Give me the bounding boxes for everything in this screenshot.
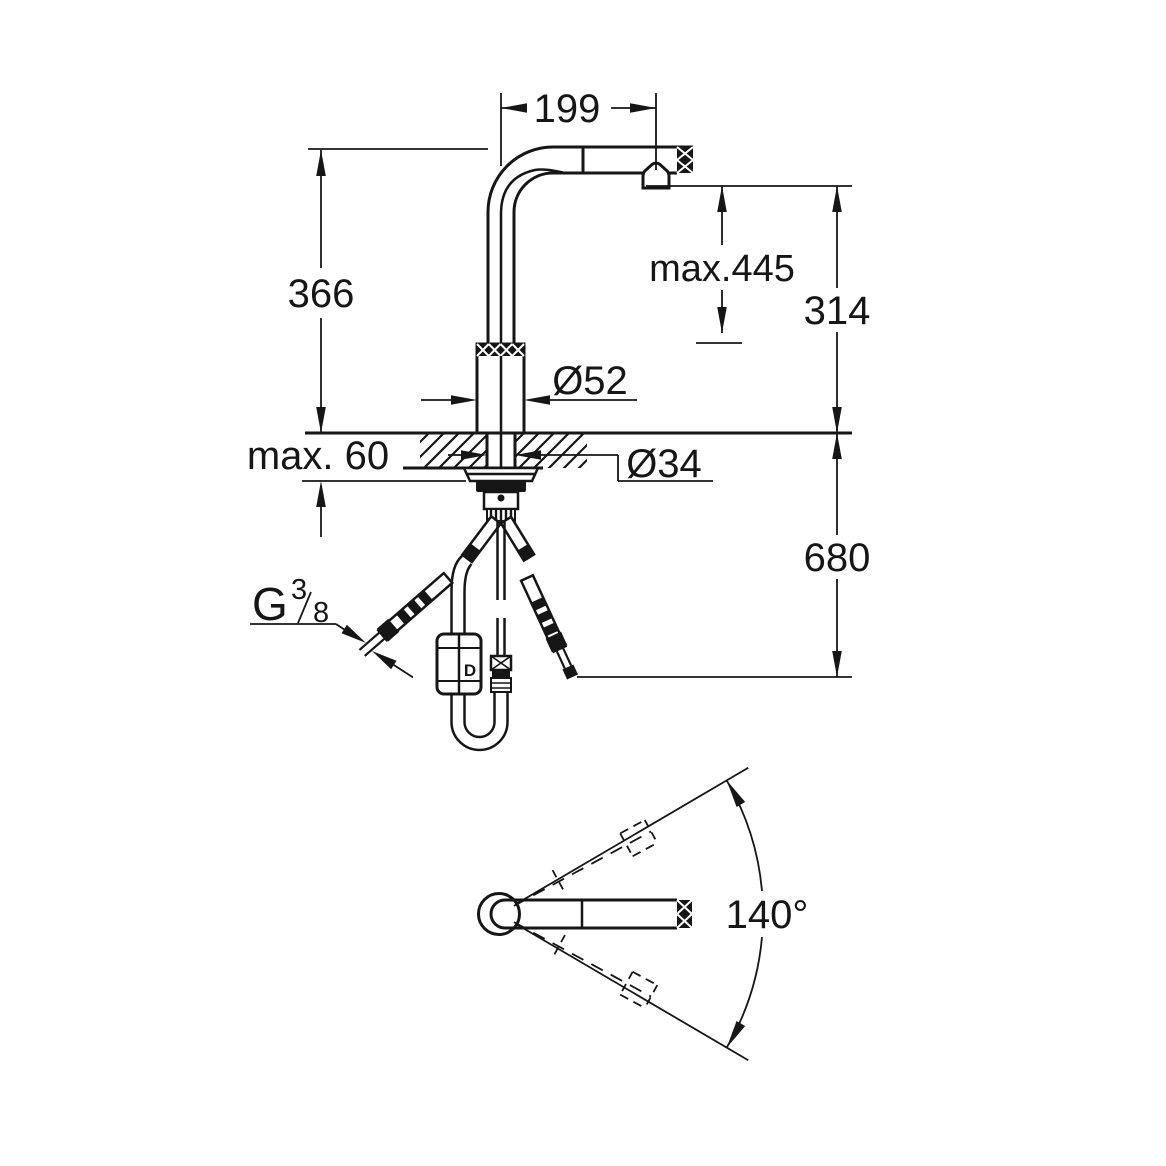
dimension-680: 680 xyxy=(577,433,871,678)
counter-hatching-right xyxy=(515,433,587,468)
left-hose-thread xyxy=(364,637,386,657)
dimension-max445: max.445 xyxy=(646,185,852,344)
swivel-ghost-lower xyxy=(513,921,659,1009)
outlet-height-label: 314 xyxy=(804,289,871,333)
spout-inner-contour xyxy=(512,171,643,345)
body-height-label: 366 xyxy=(288,272,355,316)
side-view: D 199 366 max.445 xyxy=(247,87,871,752)
dimension-max60: max. 60 xyxy=(247,434,466,537)
thread-letter-label: G xyxy=(252,578,288,630)
dimension-366: 366 xyxy=(288,148,488,433)
thread-denominator-label: 8 xyxy=(313,597,329,629)
spout-top-view-end-cap xyxy=(677,900,692,928)
spout-reach-label: 199 xyxy=(534,87,601,131)
right-hose-end-fitting xyxy=(562,664,578,680)
hose-coupling xyxy=(489,654,513,693)
pullout-hose-loop xyxy=(450,555,509,752)
counter-hatching-left xyxy=(420,433,487,468)
mounting-nut xyxy=(476,481,526,492)
hose-clearance-label: 680 xyxy=(804,536,871,580)
mounting-hardware xyxy=(462,466,540,522)
faucet-outline xyxy=(475,145,694,468)
spout-outer-contour xyxy=(486,145,693,345)
left-hose-nut xyxy=(376,618,400,642)
left-hose-stub xyxy=(460,514,503,564)
base-escutcheon-top-view xyxy=(477,892,521,936)
left-supply-hose xyxy=(358,571,455,657)
right-hose-stub xyxy=(499,515,536,563)
base-collar-pattern xyxy=(476,343,525,357)
plan-view: 140° xyxy=(477,766,809,1062)
pullout-hose-tail xyxy=(496,520,506,656)
hole-diameter-label: Ø34 xyxy=(626,442,702,486)
weight-marking-label: D xyxy=(464,661,476,680)
max-counter-thickness-label: max. 60 xyxy=(247,434,389,478)
guide-block-pin xyxy=(497,494,505,502)
right-hose-nut xyxy=(545,631,568,653)
dimension-199: 199 xyxy=(500,87,657,170)
dimension-314: 314 xyxy=(804,186,871,433)
countertop-section xyxy=(305,431,852,470)
thread-numerator-label: 3 xyxy=(291,574,307,606)
spout-middle-contour xyxy=(499,168,564,345)
supply-hoses: D xyxy=(358,514,578,752)
base-collar-band xyxy=(477,344,524,356)
base-diameter-label: Ø52 xyxy=(552,359,628,403)
dimension-g38-thread: G 3 8 xyxy=(250,574,414,679)
hose-weight: D xyxy=(435,632,483,696)
dimension-d52: Ø52 xyxy=(421,359,637,405)
spout-top-view xyxy=(489,898,693,930)
spout-end-cap xyxy=(677,147,693,173)
swivel-angle-label: 140° xyxy=(726,893,809,937)
dimension-140deg: 140° xyxy=(515,766,809,1062)
dimension-d34: Ø34 xyxy=(448,442,713,486)
max-pullout-label: max.445 xyxy=(649,248,795,290)
spout-end-cap-pattern xyxy=(676,146,694,174)
right-supply-hose xyxy=(519,573,578,680)
swivel-ghost-upper xyxy=(513,819,659,907)
